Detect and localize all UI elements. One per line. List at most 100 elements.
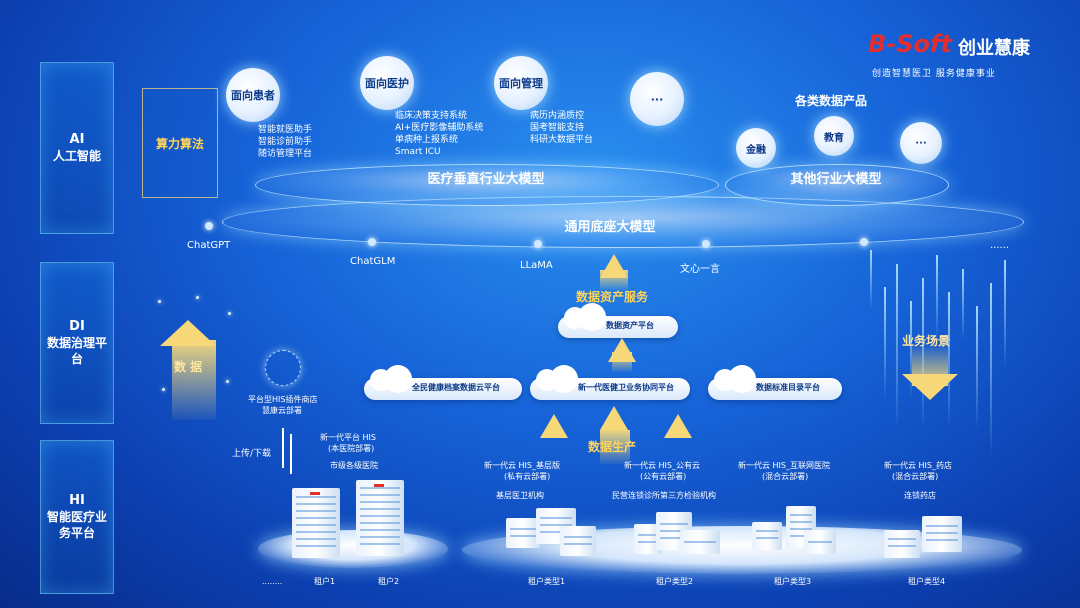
layer-hi-panel: HI 智能医疗业务平台: [40, 440, 114, 594]
medical-staff-item: AI+医疗影像辅助系统: [395, 123, 484, 133]
data-flow-label: 数 据: [174, 360, 203, 374]
tenant-1-info: 新一代云 HIS_基层版 (私有云部署) 基层医卫机构: [484, 460, 560, 501]
collaboration-cloud: [530, 365, 690, 400]
production-ribbon: [600, 430, 630, 464]
tenant-2-org: 民营连锁诊所第三方检验机构: [612, 491, 716, 500]
management-item: 病历内涵质控: [530, 111, 585, 121]
more-model-node: [860, 238, 868, 246]
tenant-1-deploy: (私有云部署): [504, 472, 551, 481]
light-line: [910, 301, 912, 400]
layer-ai-panel: AI 人工智能: [40, 62, 114, 234]
lab-building-icon: [680, 530, 720, 554]
light-line: [948, 292, 950, 430]
brand-logo-mark: B-Soft: [868, 30, 952, 58]
tenant-4-deploy: (混合云部署): [892, 472, 939, 481]
his-hospital-line2: (本医院部署): [328, 444, 375, 453]
health-record-cloud: [364, 365, 522, 400]
layer-ai-label: 人工智能: [52, 149, 101, 163]
platform-collaboration: 新一代医健卫业务协同平台: [578, 383, 674, 392]
pharmacy-building-icon: [884, 530, 920, 558]
medical-staff-items: 临床决策支持系统 AI+医疗影像辅助系统 单病种上报系统 Smart ICU: [395, 110, 483, 158]
tenant-dots: ........: [262, 577, 283, 586]
hospital-building-icon: [356, 480, 404, 556]
standard-catalog-cloud: [708, 365, 842, 400]
llama-label: LLaMA: [520, 260, 553, 271]
other-model-label: 其他行业大模型: [790, 172, 882, 187]
sparkle-dot: [162, 388, 165, 391]
online-hospital-building-icon: [804, 530, 836, 554]
light-line: [896, 264, 898, 430]
asset-platform-label: 数据资产平台: [606, 321, 654, 330]
tenant-4-title: 新一代云 HIS_药店: [884, 461, 952, 470]
patient-item: 随访管理平台: [258, 149, 313, 159]
more-products-circle: ···: [900, 122, 942, 164]
light-line: [936, 255, 938, 340]
platform-health-record: 全民健康档案数据云平台: [412, 383, 500, 392]
light-line: [990, 283, 992, 460]
medical-model-label: 医疗垂直行业大模型: [427, 172, 545, 187]
pharmacy-building-icon: [922, 516, 962, 552]
sparkle-dot: [226, 380, 229, 383]
hospital-building-icon: [292, 488, 340, 558]
finance-label: 金融: [746, 144, 766, 156]
download-arrow-icon: [290, 434, 292, 474]
tenant-1-title: 新一代云 HIS_基层版: [484, 461, 560, 470]
platform-standard-catalog: 数据标准目录平台: [756, 383, 820, 392]
layer-di-code: DI: [69, 319, 85, 334]
chatgpt-label: ChatGPT: [187, 240, 231, 251]
his-hospital-line3: 市级各级医院: [330, 461, 378, 470]
tenant-2-deploy: (公有云部署): [640, 472, 687, 481]
sparkle-dot: [228, 312, 231, 315]
tenant-1-org: 基层医卫机构: [496, 491, 544, 500]
education-circle: 教育: [814, 116, 854, 156]
other-model-disc: [725, 164, 949, 206]
base-model-disc: [222, 196, 1024, 248]
education-label: 教育: [824, 132, 844, 144]
compute-label: 算力算法: [155, 136, 204, 151]
plugin-store-line1: 平台型HIS插件商店: [248, 395, 318, 404]
patient-item: 智能就医助手: [258, 125, 313, 135]
clinic-building-icon: [506, 518, 540, 548]
tenant-4-info: 新一代云 HIS_药店 (混合云部署) 连锁药店: [884, 460, 952, 501]
tenant-4-org: 连锁药店: [904, 491, 936, 500]
layer-di-label: 数据治理平台: [47, 336, 108, 366]
plugin-store-line2: 慧康云部署: [262, 406, 302, 415]
patient-circle-label: 面向患者: [231, 89, 275, 102]
hospital-sign-icon: [374, 484, 384, 487]
finance-circle: 金融: [736, 128, 776, 168]
medical-model-disc: [255, 164, 719, 206]
base-model-label: 通用底座大模型: [564, 220, 656, 235]
more-models-label: ......: [990, 240, 1010, 251]
chatgpt-node: [205, 222, 213, 230]
chatglm-label: ChatGLM: [350, 256, 396, 267]
tenant-3-title: 新一代云 HIS_互联网医院: [738, 461, 830, 470]
data-services-label: 数据资产服务: [576, 290, 649, 304]
production-arrow-left-icon: [540, 414, 568, 438]
tenant-2-title: 新一代云 HIS_公有云: [624, 461, 700, 470]
brand-slogan: 创造智慧医卫 服务健康事业: [872, 69, 996, 79]
data-up-arrow-icon: [160, 320, 216, 346]
platform-up-arrow-icon: [608, 338, 636, 362]
compute-algorithm-box: 算力算法: [142, 88, 218, 198]
his-hospital-line1: 新一代平台 HIS: [320, 433, 376, 442]
management-circle-label: 面向管理: [499, 77, 543, 90]
more-products-label: ···: [915, 137, 927, 149]
business-scene-label: 业务场景: [902, 334, 951, 348]
chatglm-node: [368, 238, 376, 246]
tenant-2-info: 新一代云 HIS_公有云 (公有云部署) 民营连锁诊所第三方检验机构: [612, 460, 716, 501]
management-items: 病历内涵质控 国考智能支持 科研大数据平台: [530, 110, 593, 146]
medical-staff-circle-label: 面向医护: [365, 77, 409, 90]
management-circle: 面向管理: [494, 56, 548, 110]
tenant-type-2: 租户类型2: [656, 577, 694, 586]
medical-staff-item: 单病种上报系统: [395, 135, 459, 145]
clinic-building-icon: [560, 526, 596, 556]
plugin-store-icon: [265, 350, 301, 386]
online-hospital-building-icon: [752, 522, 782, 550]
tenant-3-info: 新一代云 HIS_互联网医院 (混合云部署): [738, 460, 830, 482]
light-line: [962, 269, 964, 340]
layer-di-panel: DI 数据治理平台: [40, 262, 114, 424]
patient-item: 智能诊前助手: [258, 137, 313, 147]
tenant-3-deploy: (混合云部署): [762, 472, 809, 481]
data-up-ribbon: [172, 340, 216, 420]
more-circle: ···: [630, 72, 684, 126]
